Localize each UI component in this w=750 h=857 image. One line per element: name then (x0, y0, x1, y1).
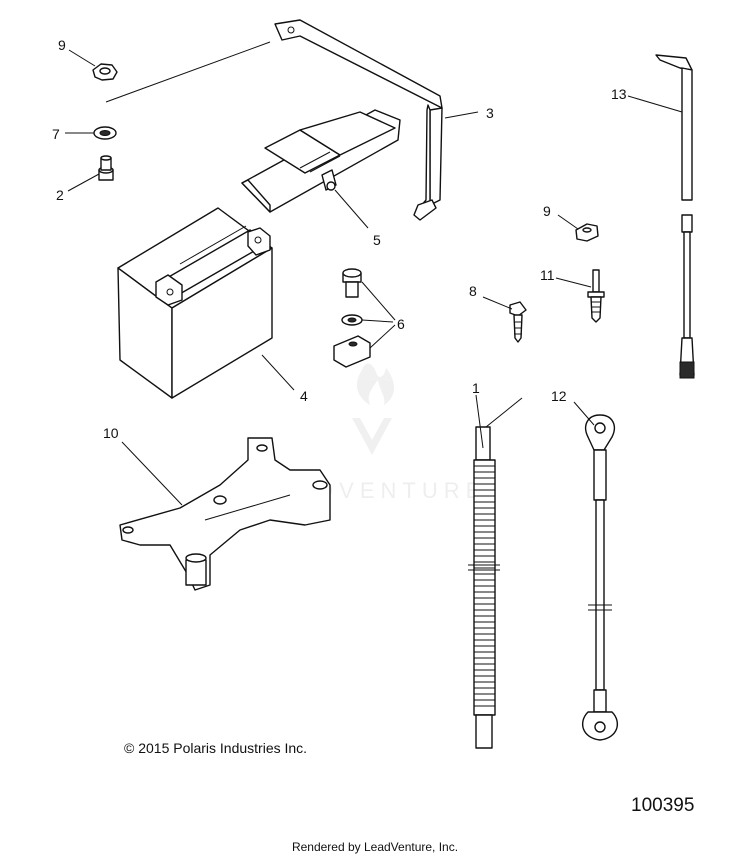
positive-cable-part-13 (655, 54, 695, 379)
hold-down-strap-part-3 (274, 19, 443, 221)
callout-6: 6 (397, 316, 405, 332)
bolt-part-2 (98, 155, 114, 181)
drawing-number: 100395 (631, 795, 695, 816)
battery-cover-part-5 (241, 109, 401, 213)
stud-part-11 (587, 269, 605, 323)
callout-3: 3 (486, 105, 494, 121)
callout-9: 9 (58, 37, 66, 53)
ground-cable-part-12 (581, 414, 619, 741)
callout-2: 2 (56, 187, 64, 203)
copyright-text: © 2015 Polaris Industries Inc. (124, 740, 308, 756)
nut-part-9-right (575, 223, 599, 242)
callout-11: 11 (540, 267, 555, 283)
callout-5: 5 (373, 232, 381, 248)
nut-part-9 (92, 63, 118, 81)
callout-10: 10 (103, 425, 119, 441)
battery-part-4 (117, 207, 273, 399)
cable-part-1 (468, 397, 523, 749)
callout-1: 1 (472, 380, 480, 396)
fastener-set-part-6 (333, 268, 371, 368)
screw-part-8 (509, 301, 527, 343)
callout-13: 13 (611, 86, 627, 102)
washer-part-7 (93, 126, 117, 140)
callout-9-right: 9 (543, 203, 551, 219)
callout-4: 4 (300, 388, 308, 404)
callout-7: 7 (52, 126, 60, 142)
callout-12: 12 (551, 388, 567, 404)
battery-tray-part-10 (119, 437, 331, 591)
footer-credit: Rendered by LeadVenture, Inc. (291, 840, 459, 854)
callout-8: 8 (469, 283, 477, 299)
